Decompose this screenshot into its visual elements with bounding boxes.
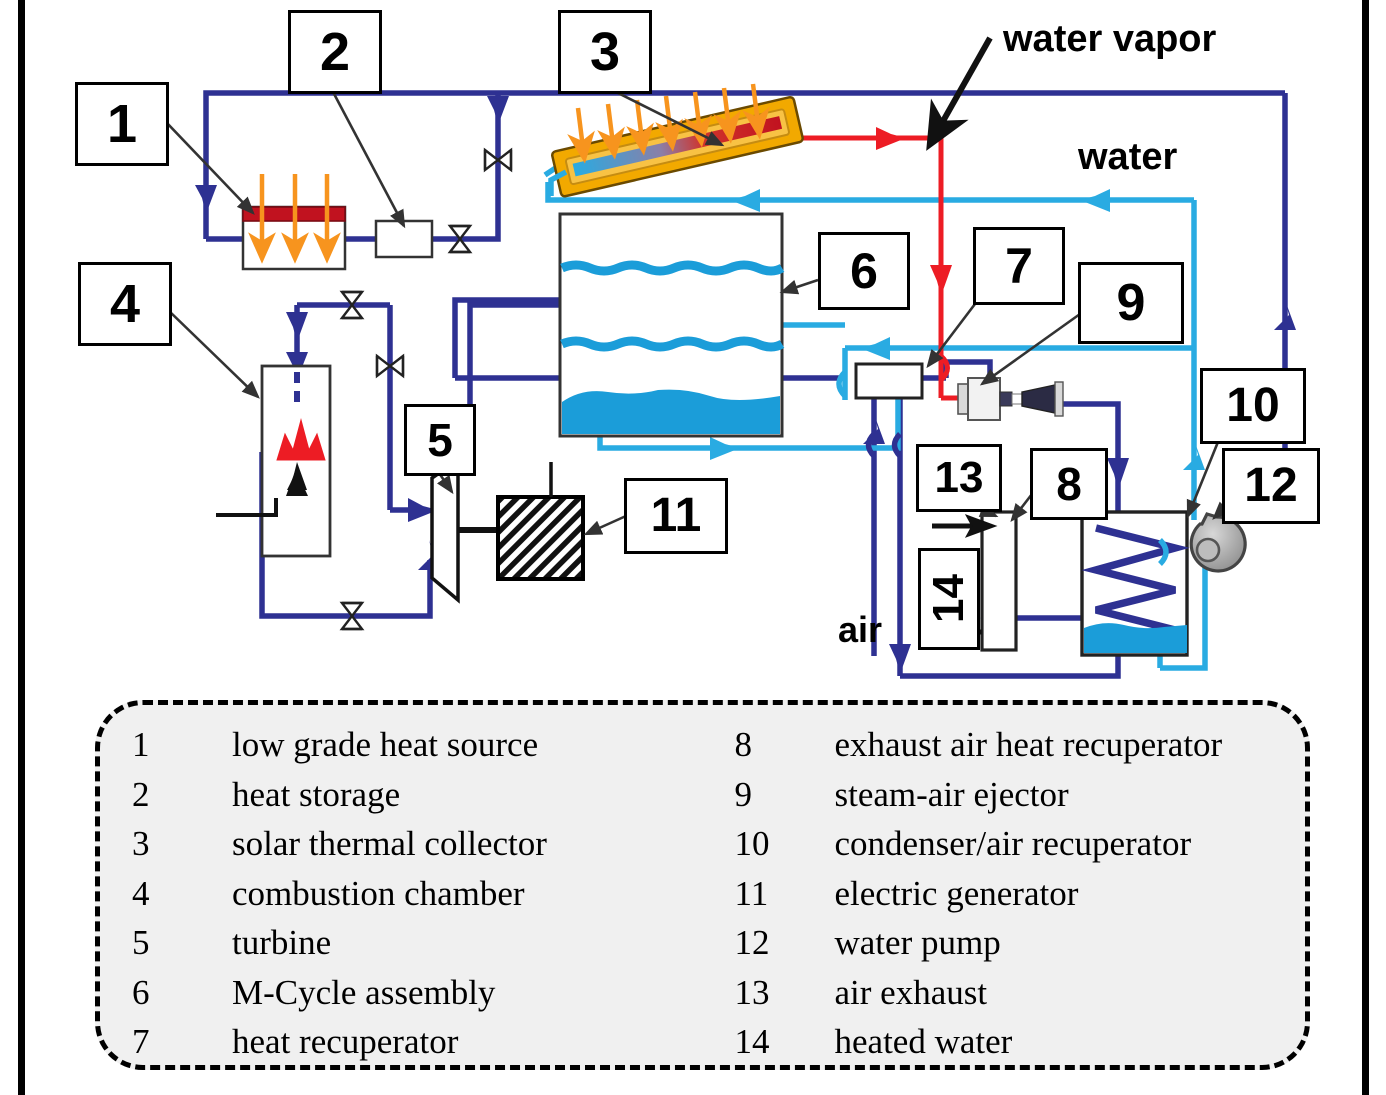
legend-item: 13 air exhaust <box>735 973 1306 1023</box>
legend-number: 5 <box>132 923 150 962</box>
legend-number: 8 <box>734 725 753 764</box>
legend-number: 10 <box>734 824 770 863</box>
legend-label: heat recuperator <box>232 1022 459 1061</box>
callout-7[interactable]: 7 <box>973 227 1065 305</box>
callout-11[interactable]: 11 <box>624 478 728 554</box>
legend-label: combustion chamber <box>232 873 525 913</box>
legend-label: steam-air ejector <box>834 774 1069 814</box>
legend-item: 7 heat recuperator <box>132 1022 703 1072</box>
legend-number: 13 <box>734 972 770 1012</box>
legend-item: 5 turbine <box>132 923 703 973</box>
legend-number: 3 <box>132 824 150 863</box>
legend-number: 7 <box>132 1022 150 1061</box>
legend-label: exhaust air heat recuperator <box>834 725 1223 764</box>
legend-label: turbine <box>232 923 332 962</box>
process-flow-diagram <box>165 36 1296 679</box>
component-low-grade-heat-source <box>241 174 347 271</box>
legend-label: solar thermal collector <box>232 824 547 863</box>
callout-8[interactable]: 8 <box>1030 448 1108 520</box>
component-water-pump <box>1189 512 1247 573</box>
legend-item: 6 M-Cycle assembly <box>132 973 703 1023</box>
legend-number: 6 <box>132 972 150 1012</box>
legend-item: 12 water pump <box>735 923 1306 973</box>
solar-irradiation-arrows <box>567 83 770 164</box>
frame-left-rule <box>18 0 25 1095</box>
legend-item: 4 combustion chamber <box>132 874 703 924</box>
legend-item: 9 steam-air ejector <box>735 775 1306 825</box>
legend-number: 11 <box>734 873 769 913</box>
legend-item: 8 exhaust air heat recuperator <box>735 725 1306 775</box>
legend-item: 2 heat storage <box>132 775 703 825</box>
callout-6[interactable]: 6 <box>818 232 910 310</box>
component-steam-air-ejector <box>957 377 1064 421</box>
component-electric-generator <box>496 462 585 581</box>
callout-10[interactable]: 10 <box>1200 368 1306 444</box>
component-heat-storage <box>374 219 434 259</box>
legend-label: electric generator <box>834 873 1079 913</box>
callout-5[interactable]: 5 <box>404 404 476 476</box>
callout-1[interactable]: 1 <box>75 82 169 166</box>
water-vapor-leader-line <box>926 36 993 151</box>
frame-right-rule <box>1362 0 1369 1095</box>
legend-number: 4 <box>132 873 150 913</box>
component-condenser-air-recuperator <box>1080 510 1190 657</box>
legend-item: 3 solar thermal collector <box>132 824 703 874</box>
component-exhaust-air-heat-recuperator <box>980 510 1018 652</box>
component-combustion-chamber <box>216 364 332 558</box>
callout-leader-lines <box>165 88 1241 536</box>
label-water: water <box>1078 136 1178 178</box>
component-solar-thermal-collector <box>551 95 804 198</box>
legend-number: 9 <box>734 774 753 814</box>
component-m-cycle-assembly <box>558 212 785 438</box>
red-flow-arrowheads <box>876 127 952 296</box>
legend-number: 1 <box>132 725 150 764</box>
legend-label: low grade heat source <box>232 725 539 764</box>
legend-item: 14 heated water <box>735 1022 1306 1072</box>
legend-label: air exhaust <box>834 972 988 1012</box>
component-heat-recuperator <box>854 362 924 400</box>
callout-14[interactable]: 14 <box>918 548 980 650</box>
legend-label: heat storage <box>232 774 401 814</box>
legend-label: condenser/air recuperator <box>834 824 1192 863</box>
callout-2[interactable]: 2 <box>288 10 382 94</box>
legend-item: 1 low grade heat source <box>132 725 703 775</box>
legend-label: M-Cycle assembly <box>232 972 496 1012</box>
legend-number: 2 <box>132 774 150 814</box>
callout-4[interactable]: 4 <box>78 262 172 346</box>
legend-label: water pump <box>834 923 1001 962</box>
callout-9[interactable]: 9 <box>1078 262 1184 344</box>
component-turbine <box>430 456 498 604</box>
legend-number: 14 <box>734 1022 770 1061</box>
legend-panel: 1 low grade heat source 2 heat storage 3… <box>95 700 1310 1070</box>
callout-3[interactable]: 3 <box>558 10 652 94</box>
legend-label: heated water <box>834 1022 1013 1061</box>
callout-12[interactable]: 12 <box>1222 448 1320 524</box>
legend-item: 10 condenser/air recuperator <box>735 824 1306 874</box>
label-water-vapor: water vapor <box>1003 18 1217 60</box>
callout-13[interactable]: 13 <box>916 444 1002 512</box>
valve-symbols <box>339 147 513 631</box>
legend-item: 11 electric generator <box>735 874 1306 924</box>
label-air: air <box>838 609 883 650</box>
legend-column-left: 1 low grade heat source 2 heat storage 3… <box>100 725 703 1061</box>
legend-column-right: 8 exhaust air heat recuperator 9 steam-a… <box>703 725 1306 1061</box>
legend-number: 12 <box>734 923 770 962</box>
